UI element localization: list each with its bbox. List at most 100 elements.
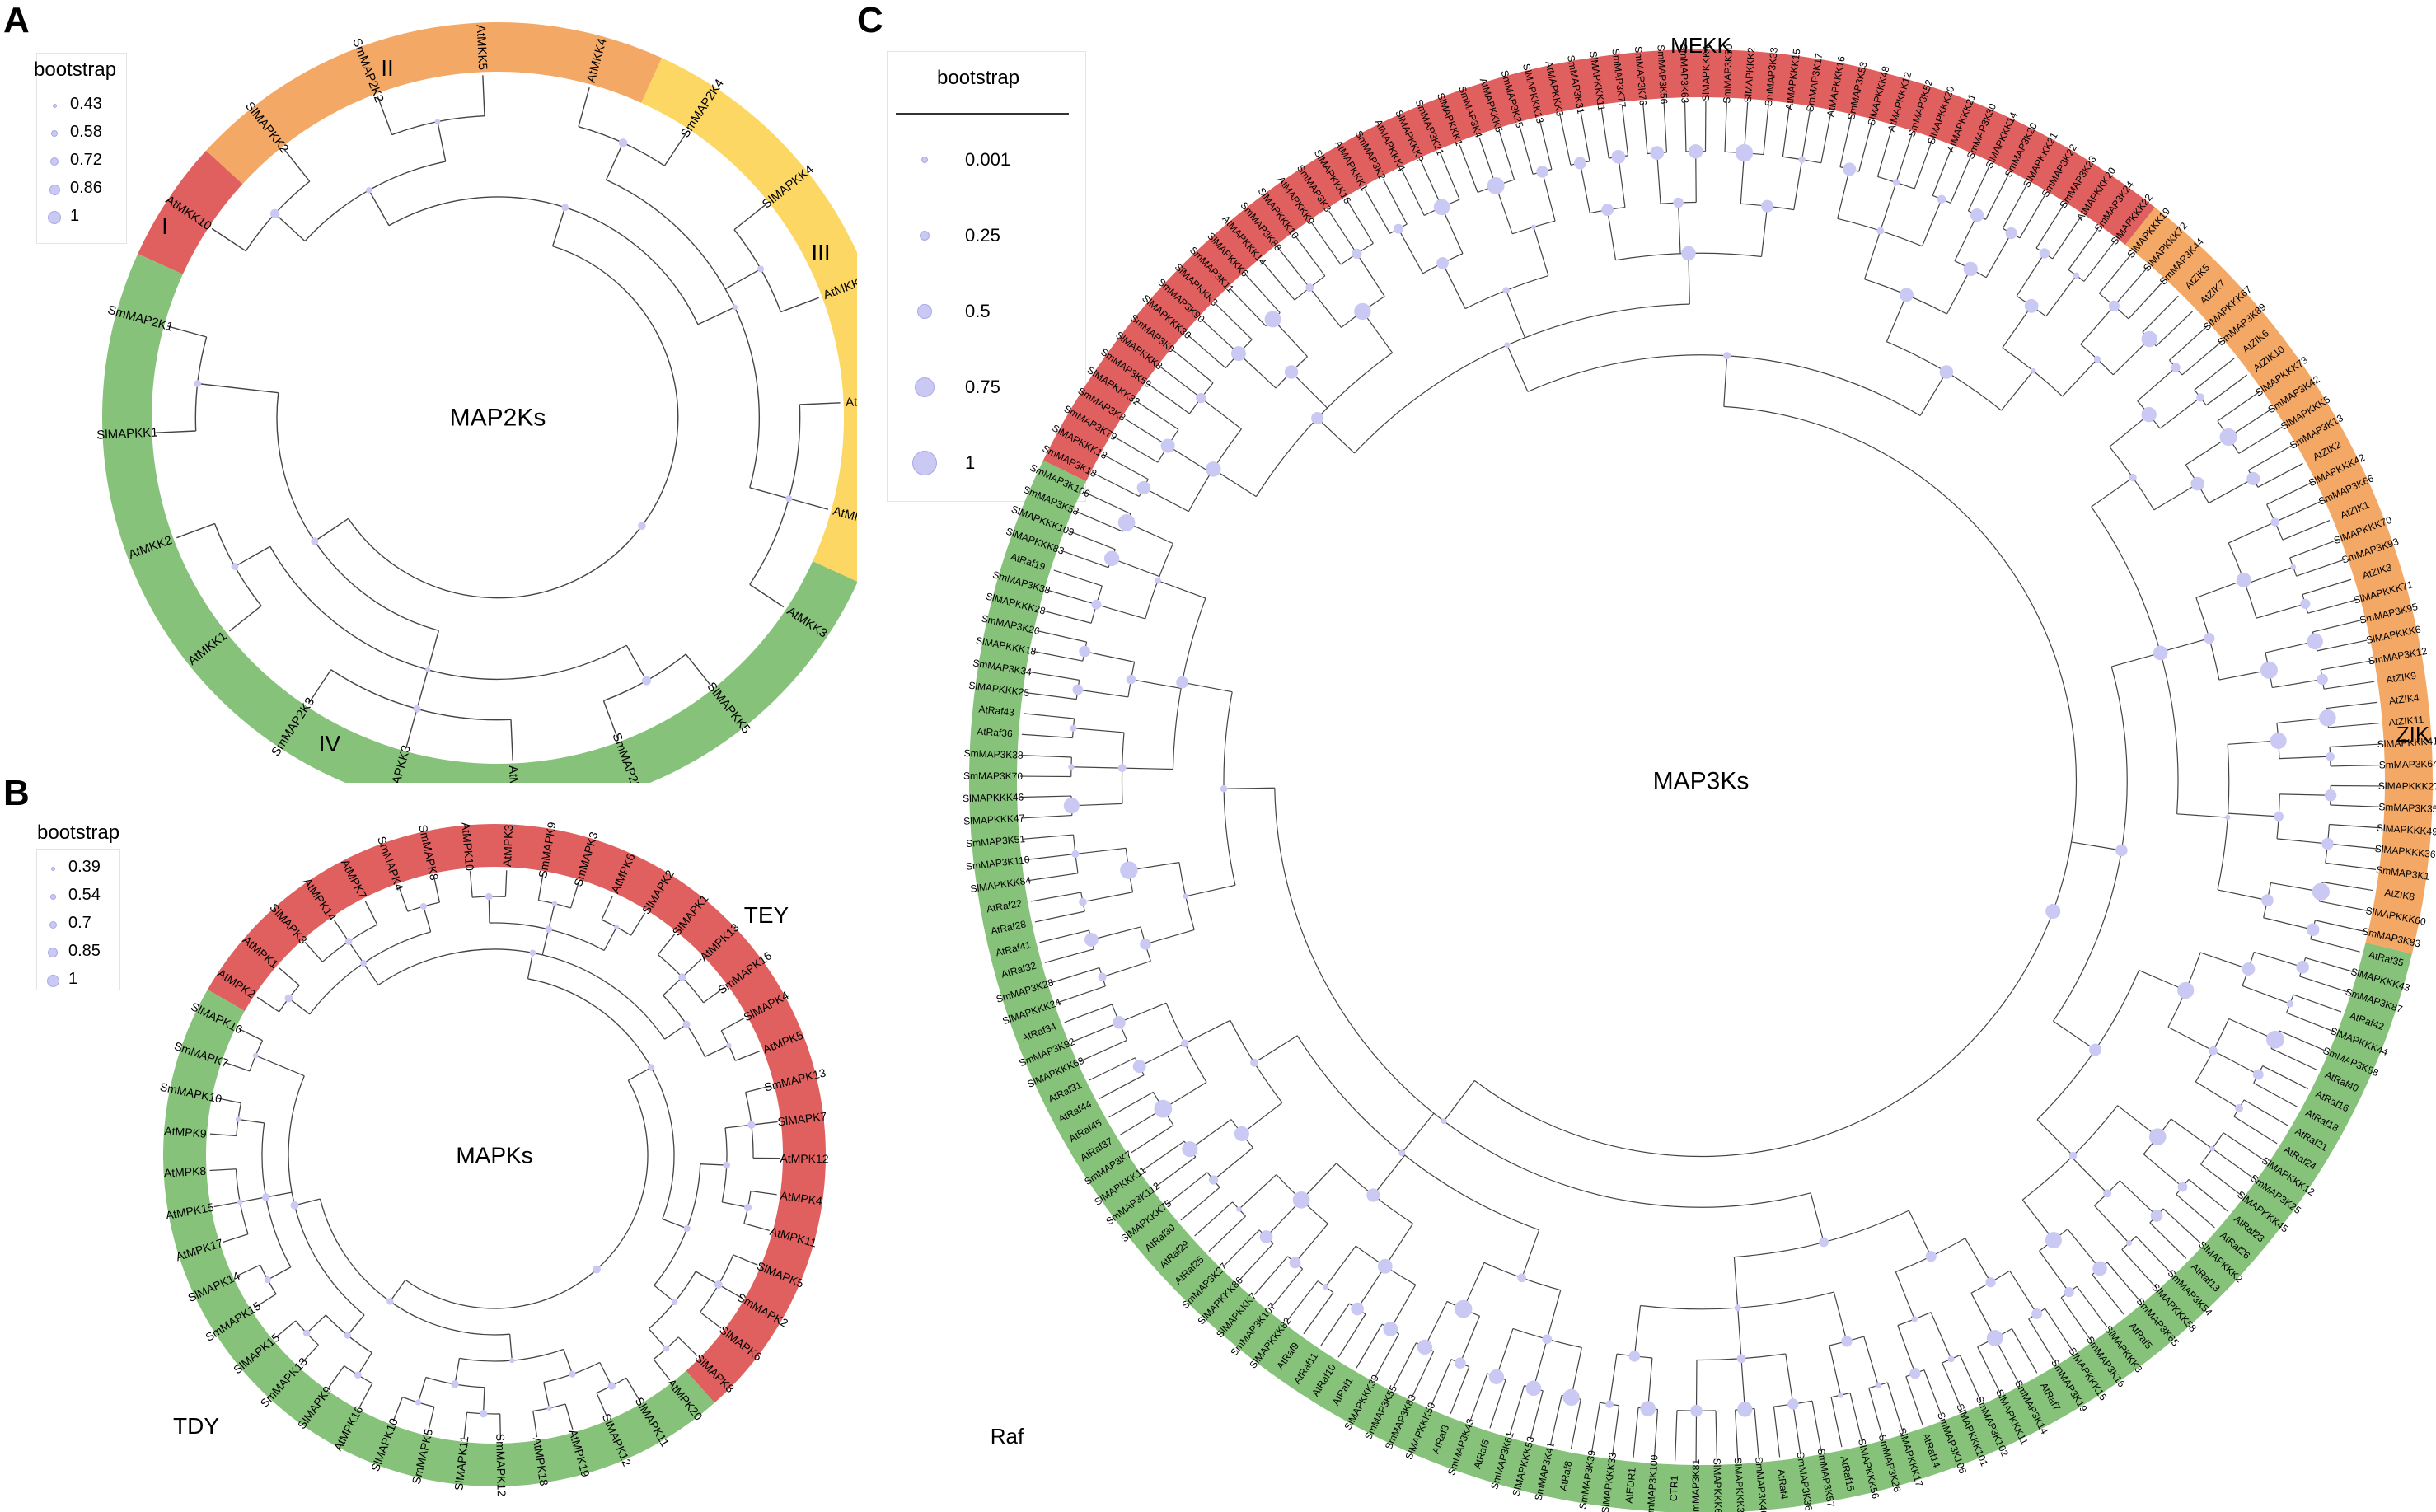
bootstrap-node <box>1640 1401 1656 1416</box>
leaf-label: SlMAPKKK68 <box>1711 1458 1724 1512</box>
bootstrap-node <box>1063 798 1080 814</box>
bootstrap-node <box>2286 999 2294 1008</box>
bootstrap-node <box>2190 476 2205 491</box>
group-band-1 <box>162 990 715 1487</box>
bootstrap-node <box>344 1332 352 1339</box>
bootstrap-node <box>1690 1404 1703 1417</box>
bootstrap-node <box>264 1276 271 1284</box>
bootstrap-node <box>1542 1334 1553 1345</box>
bootstrap-node <box>1605 1400 1614 1408</box>
bootstrap-node <box>1180 1039 1189 1048</box>
bootstrap-node <box>1681 246 1696 261</box>
leaf-label: AtMPK3 <box>500 824 515 867</box>
bootstrap-node <box>2031 367 2036 374</box>
leaf-label: SmMAP3K100 <box>1644 1454 1660 1512</box>
leaf-label: SlMAPKKK2 <box>1742 47 1758 103</box>
bootstrap-node <box>2235 1104 2244 1112</box>
leaf-label: SmMAP3K64 <box>2379 758 2436 771</box>
legend-dot <box>49 893 56 900</box>
bootstrap-node <box>1236 1206 1242 1212</box>
bootstrap-node <box>2324 789 2337 802</box>
bootstrap-node <box>413 705 421 713</box>
bootstrap-node <box>2108 300 2120 311</box>
bootstrap-node <box>1488 1369 1505 1384</box>
bootstrap-node <box>1113 1016 1126 1029</box>
bootstrap-node <box>1736 1354 1746 1364</box>
bootstrap-node <box>1925 1251 1937 1262</box>
bootstrap-node <box>1876 227 1885 235</box>
legend-dot <box>49 184 60 195</box>
bootstrap-node <box>1354 302 1371 321</box>
bootstrap-node <box>1154 1099 1173 1118</box>
bootstrap-node <box>2242 962 2256 976</box>
leaf-label: SmMAP3K70 <box>963 770 1023 783</box>
leaf-label: AtRaf43 <box>978 703 1015 718</box>
leaf-label: SmMAP3K35 <box>2378 801 2436 815</box>
leaf-label: SlMAPKKK41 <box>2377 735 2436 750</box>
bootstrap-node <box>1393 223 1403 234</box>
legend-value: 0.58 <box>70 123 102 141</box>
bootstrap-node <box>1689 144 1703 159</box>
bootstrap-node <box>1504 342 1511 349</box>
group-label-1: ZIK <box>2396 722 2430 747</box>
bootstrap-node <box>365 187 372 194</box>
nodes <box>194 119 793 713</box>
bootstrap-node <box>1970 208 1984 222</box>
leaf-label: AtRaf4 <box>1775 1468 1790 1500</box>
panel-c-letter: C <box>857 0 883 40</box>
group-band-2 <box>969 460 2412 1512</box>
group-label-0: MEKK <box>1670 33 1731 58</box>
bootstrap-node <box>1140 939 1151 950</box>
leaf-label: SlMAPKKK4 <box>1700 45 1712 101</box>
leaf-label: SmMAP3K76 <box>1633 46 1649 106</box>
bootstrap-node <box>732 304 738 311</box>
bootstrap-node <box>1963 261 1978 277</box>
nodes <box>235 892 756 1418</box>
bootstrap-node <box>723 1161 731 1169</box>
bootstrap-node <box>2319 709 2336 727</box>
group-label-0: TEY <box>744 902 789 928</box>
bootstrap-node <box>2274 812 2284 822</box>
bootstrap-node <box>2261 894 2274 906</box>
bootstrap-node <box>1366 1188 1380 1202</box>
legend-dot <box>920 231 930 241</box>
bootstrap-node <box>1311 411 1324 425</box>
nodes <box>1063 143 2337 1417</box>
bootstrap-node <box>1230 346 1246 362</box>
bootstrap-node <box>747 1121 756 1129</box>
leaf-label: AtRaf8 <box>1558 1460 1575 1492</box>
legend-dot <box>917 304 932 319</box>
bootstrap-node <box>1454 1299 1473 1318</box>
bootstrap-node <box>2306 923 2320 937</box>
bootstrap-node <box>2252 1069 2264 1080</box>
bootstrap-node <box>607 1382 616 1390</box>
leaf-label: SmMAP3K50 <box>1721 44 1735 104</box>
bootstrap-node <box>1352 248 1362 260</box>
bootstrap-node <box>2093 355 2101 363</box>
bootstrap-node <box>1909 1368 1921 1379</box>
group-band-0 <box>138 150 243 274</box>
bootstrap-node <box>237 1199 243 1205</box>
bootstrap-node <box>1208 1175 1219 1185</box>
bootstrap-node <box>1937 194 1946 204</box>
bootstrap-node <box>2307 633 2323 650</box>
bootstrap-node <box>2073 272 2080 279</box>
bootstrap-node <box>1182 1141 1198 1158</box>
bootstrap-node <box>302 1329 311 1337</box>
bootstrap-node <box>1079 645 1090 658</box>
bootstrap-node <box>235 1116 241 1122</box>
bootstrap-node <box>290 1201 299 1210</box>
leaf-label: AtEDR1 <box>1623 1467 1637 1504</box>
bootstrap-node <box>1259 1230 1273 1243</box>
legend-value: 0.54 <box>68 886 101 904</box>
bootstrap-node <box>1737 1402 1753 1417</box>
bootstrap-node <box>1183 893 1188 900</box>
bootstrap-node <box>2171 363 2181 372</box>
group-label-3: IV <box>319 731 341 756</box>
bootstrap-node <box>2326 751 2335 761</box>
bootstrap-node <box>451 1380 459 1388</box>
legend-value: 0.25 <box>965 225 1000 246</box>
bootstrap-node <box>1601 204 1614 217</box>
